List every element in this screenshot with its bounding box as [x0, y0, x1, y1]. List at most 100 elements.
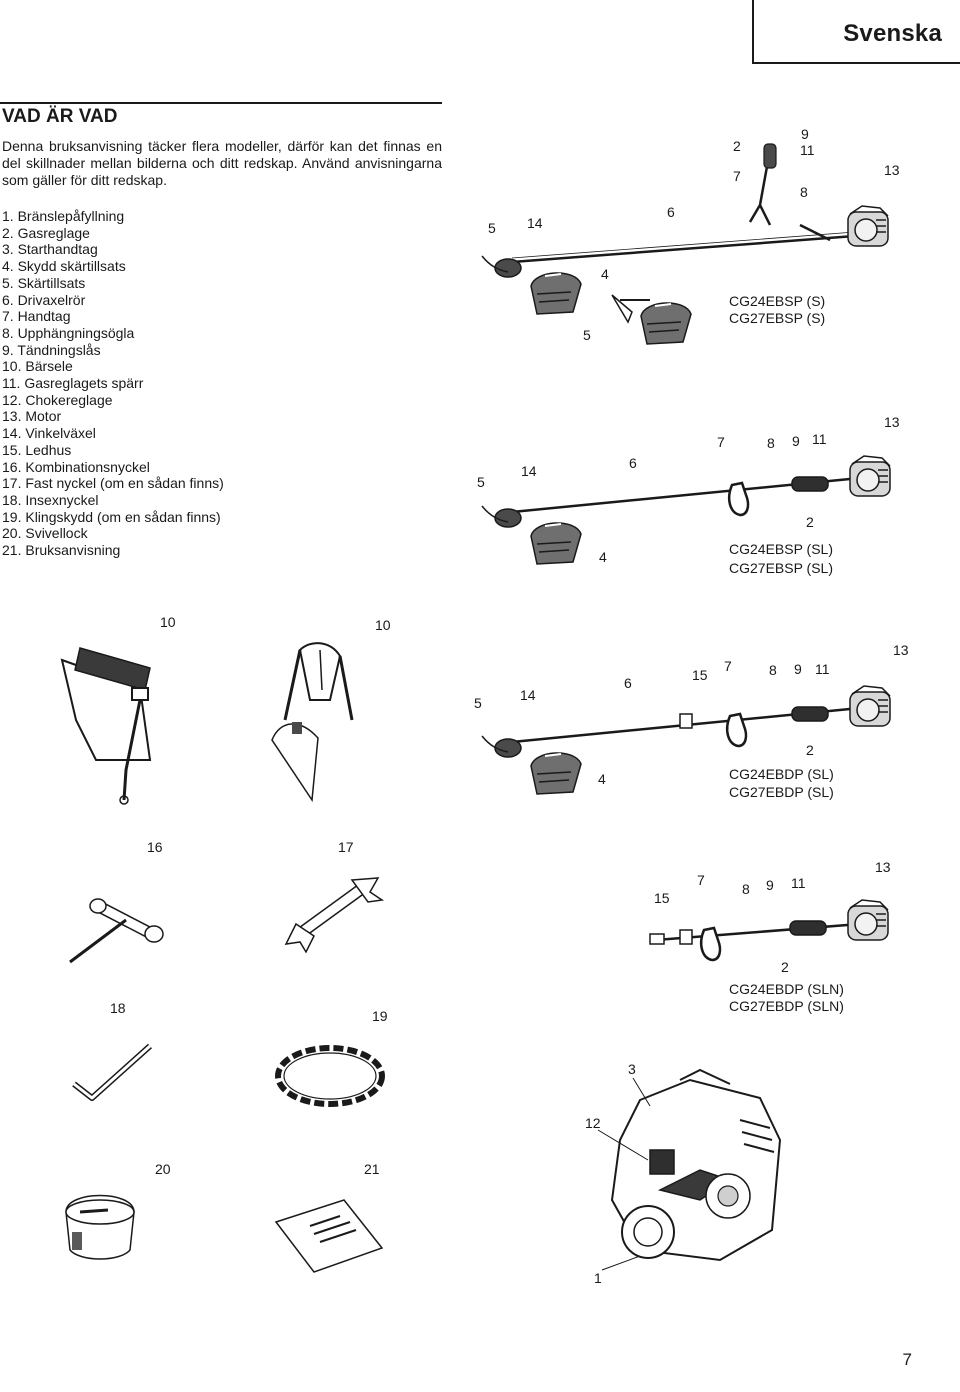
- callout-label: 9: [794, 661, 802, 677]
- callout-label: 13: [884, 162, 900, 178]
- callout-label: 7: [697, 872, 705, 888]
- callout-label: 9: [792, 433, 800, 449]
- model-label: CG27EBDP (SL): [729, 784, 834, 800]
- parts-list-item: 4. Skydd skärtillsats: [2, 258, 126, 275]
- blade-guard-illustration: [275, 1045, 385, 1107]
- callout-label: 15: [692, 667, 708, 683]
- callout-label: 8: [769, 662, 777, 678]
- model-label: CG27EBSP (S): [729, 310, 825, 326]
- callout-label: 9: [766, 877, 774, 893]
- parts-list-item: 14. Vinkelväxel: [2, 425, 96, 442]
- callout-label: 5: [474, 695, 482, 711]
- parts-list-item: 10. Bärsele: [2, 358, 73, 375]
- engine-closeup-illustration: [597, 1068, 782, 1271]
- parts-list-item: 8. Upphängningsögla: [2, 324, 135, 341]
- parts-list-item: 16. Kombinationsnyckel: [2, 458, 150, 475]
- callout-label: 13: [893, 642, 909, 658]
- callout-label: 4: [601, 266, 609, 282]
- parts-list-item: 3. Starthandtag: [2, 241, 98, 258]
- callout-label: 13: [875, 859, 891, 875]
- manual-booklet-illustration: [274, 1199, 384, 1273]
- callout-label: 8: [742, 881, 750, 897]
- callout-label: 19: [372, 1008, 388, 1024]
- section-rule: [0, 102, 442, 104]
- callout-label: 5: [477, 474, 485, 490]
- double-harness-illustration: [271, 642, 354, 803]
- callout-label: 10: [160, 614, 176, 630]
- open-wrench-illustration: [284, 877, 385, 954]
- parts-list-item: 15. Ledhus: [2, 441, 72, 458]
- model-label: CG24EBSP (S): [729, 293, 825, 309]
- callout-label: 11: [815, 661, 830, 677]
- callout-label: 2: [733, 138, 741, 154]
- callout-label: 18: [110, 1000, 126, 1016]
- model-label: CG24EBDP (SLN): [729, 981, 844, 997]
- callout-label: 9: [801, 126, 809, 142]
- parts-list-item: 21. Bruksanvisning: [2, 542, 121, 559]
- model-label: CG27EBSP (SL): [729, 560, 833, 576]
- parts-list-item: 17. Fast nyckel (om en sådan finns): [2, 475, 224, 492]
- callout-label: 14: [527, 215, 543, 231]
- language-tab: Svenska: [752, 0, 960, 64]
- callout-label: 8: [800, 184, 808, 200]
- parts-list-item: 13. Motor: [2, 408, 62, 425]
- callout-label: 13: [884, 414, 900, 430]
- callout-label: 5: [583, 327, 591, 343]
- callout-label: 7: [724, 658, 732, 674]
- parts-list-item: 2. Gasreglage: [2, 224, 90, 241]
- callout-label: 7: [717, 434, 725, 450]
- combination-wrench-illustration: [69, 898, 164, 964]
- callout-label: 4: [599, 549, 607, 565]
- parts-list: 1. Bränslepåfyllning 2. Gasreglage 3. St…: [2, 208, 224, 559]
- callout-label: 14: [520, 687, 536, 703]
- trimmer-dp-sl-illustration: [481, 685, 891, 795]
- parts-list-item: 1. Bränslepåfyllning: [2, 208, 125, 224]
- model-label: CG24EBDP (SL): [729, 766, 834, 782]
- hex-key-illustration: [72, 1043, 153, 1101]
- callout-label: 17: [338, 839, 354, 855]
- trimmer-s-illustration: [481, 143, 889, 345]
- parts-list-item: 18. Insexnyckel: [2, 491, 99, 508]
- parts-list-item: 6. Drivaxelrör: [2, 291, 86, 308]
- parts-list-item: 20. Svivellock: [2, 525, 88, 542]
- powerhead-dp-sln-illustration: [649, 899, 889, 962]
- language-label: Svenska: [843, 20, 942, 47]
- shoulder-harness-illustration: [60, 647, 152, 805]
- callout-label: 4: [598, 771, 606, 787]
- parts-list-item: 19. Klingskydd (om en sådan finns): [2, 508, 221, 525]
- page-number: 7: [902, 1350, 912, 1369]
- callout-label: 12: [585, 1115, 601, 1131]
- callout-label: 1: [594, 1270, 602, 1286]
- callout-label: 5: [488, 220, 496, 236]
- callout-label: 2: [806, 742, 814, 758]
- callout-label: 8: [767, 435, 775, 451]
- callout-label: 7: [733, 168, 741, 184]
- swivel-cap-illustration: [65, 1194, 135, 1260]
- section-title: VAD ÄR VAD: [2, 106, 118, 127]
- callout-label: 3: [628, 1061, 636, 1077]
- callout-label: 6: [624, 675, 632, 691]
- callout-label: 11: [812, 431, 827, 447]
- callout-label: 11: [800, 142, 815, 158]
- callout-label: 10: [375, 617, 391, 633]
- intro-paragraph: Denna bruksanvisning täcker flera modell…: [2, 138, 442, 188]
- callout-label: 11: [791, 875, 806, 891]
- callout-label: 21: [364, 1161, 380, 1177]
- callout-label: 6: [629, 455, 637, 471]
- parts-list-item: 11. Gasreglagets spärr: [2, 375, 144, 392]
- callout-label: 20: [155, 1161, 171, 1177]
- callout-label: 2: [781, 959, 789, 975]
- callout-label: 14: [521, 463, 537, 479]
- callout-label: 2: [806, 514, 814, 530]
- model-label: CG27EBDP (SLN): [729, 998, 844, 1014]
- callout-label: 16: [147, 839, 163, 855]
- parts-list-item: 5. Skärtillsats: [2, 274, 86, 291]
- parts-list-item: 9. Tändningslås: [2, 341, 101, 358]
- trimmer-sl-illustration: [481, 455, 891, 565]
- parts-list-item: 7. Handtag: [2, 308, 71, 325]
- callout-label: 6: [667, 204, 675, 220]
- callout-label: 15: [654, 890, 670, 906]
- parts-list-item: 12. Chokereglage: [2, 391, 113, 408]
- model-label: CG24EBSP (SL): [729, 541, 833, 557]
